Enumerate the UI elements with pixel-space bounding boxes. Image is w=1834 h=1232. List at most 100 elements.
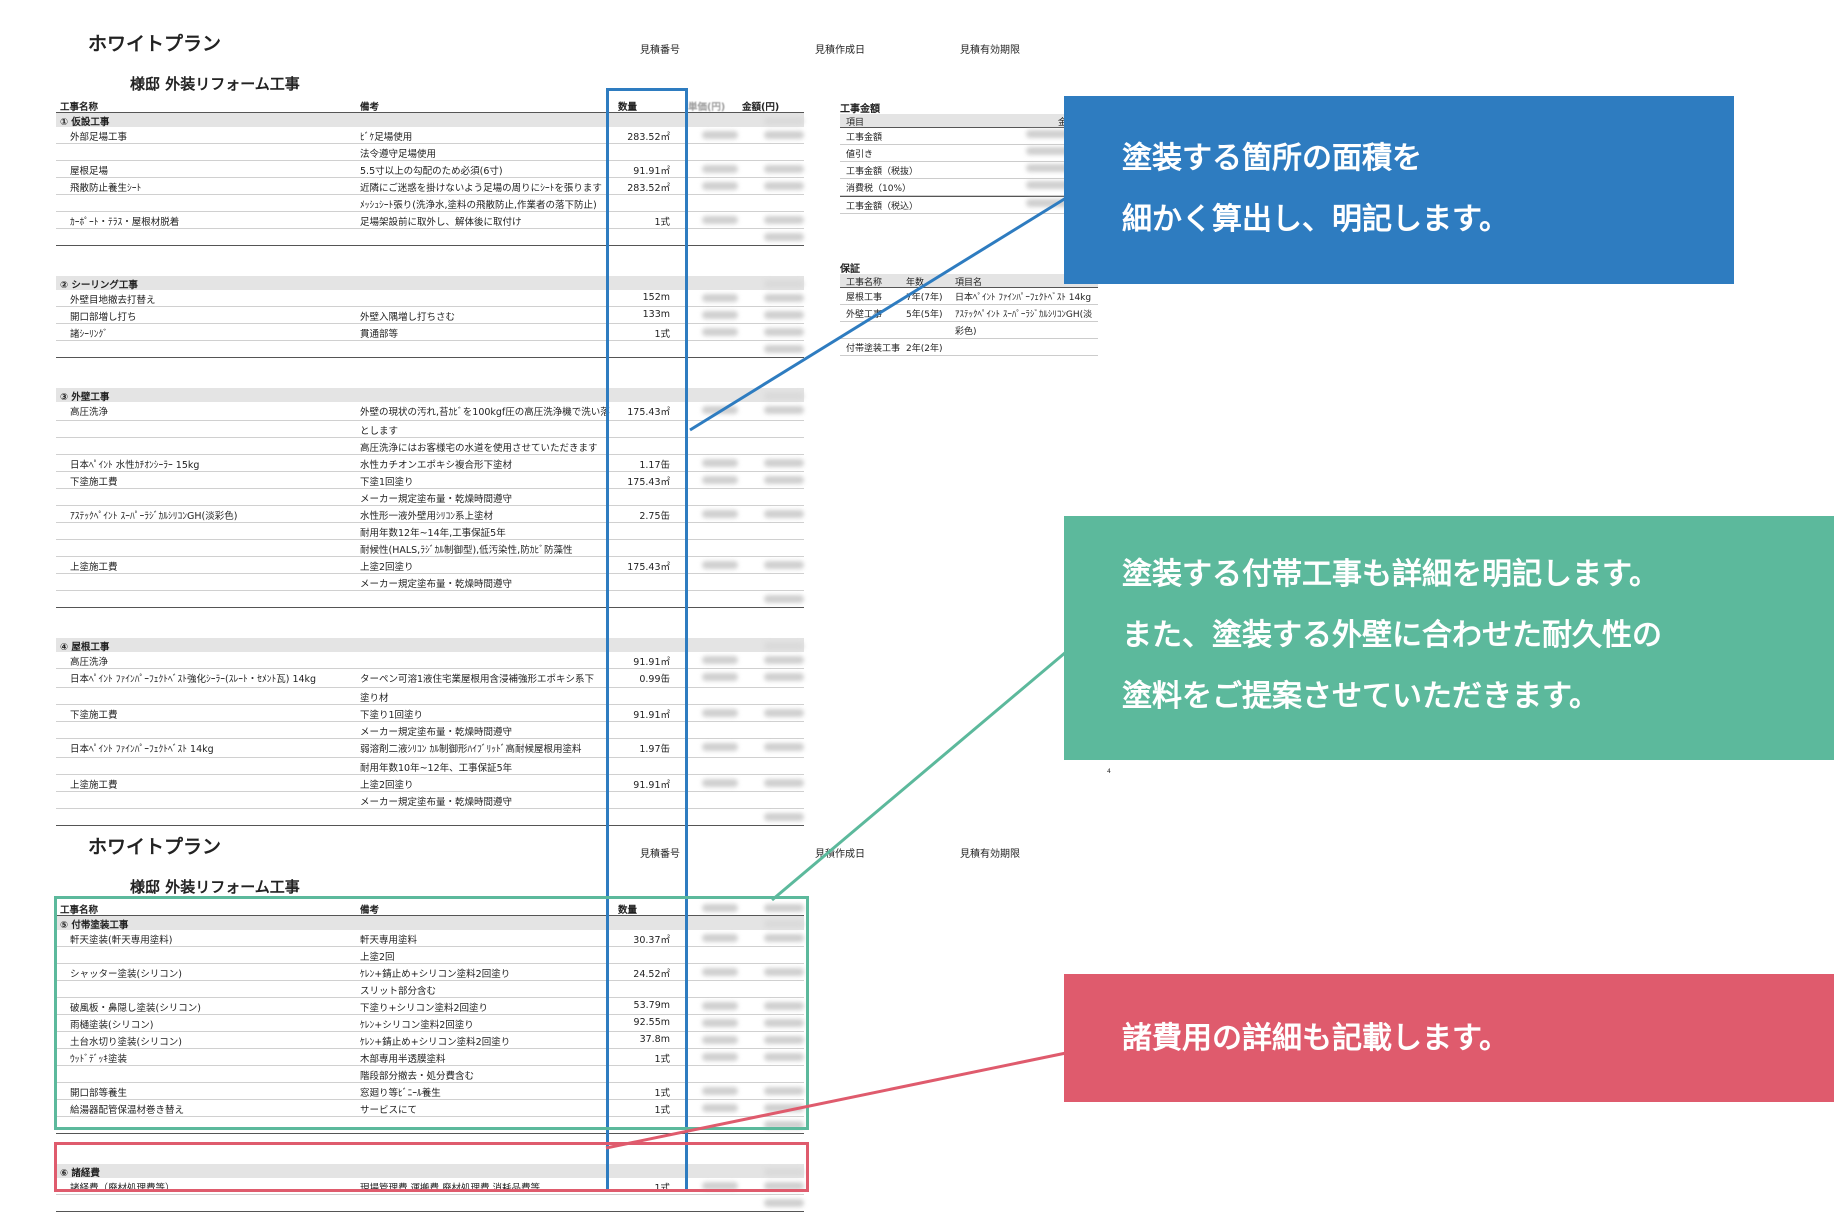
cell-note: 窓廻り等ﾋﾞﾆｰﾙ養生 — [360, 1088, 441, 1099]
blurred-unit-price — [702, 165, 738, 173]
cell-note: スリット部分含む — [360, 986, 437, 997]
estimate-table-page1: 工事名称 備考 数量 単価(円) 金額(円) ① 仮設工事外部足場工事ﾋﾞｹ足場… — [56, 98, 804, 826]
cell-qty: 1式 — [654, 1054, 670, 1065]
cell-qty: 175.43㎡ — [627, 562, 670, 573]
blurred-unit-price — [702, 182, 738, 190]
table-row: 耐候性(HALS,ﾗｼﾞｶﾙ制御型),低汚染性,防ｶﾋﾞ防藻性 — [56, 540, 804, 557]
cell-qty: 91.91㎡ — [633, 780, 670, 791]
blurred-unit-price — [702, 779, 738, 787]
cell-qty: 133m — [642, 309, 670, 320]
cell-name: ⑤ 付帯塗装工事 — [60, 920, 129, 931]
blurred-amount — [764, 328, 804, 336]
table-header-page2: 工事名称 備考 数量 — [56, 901, 804, 916]
expenses-highlight — [54, 1142, 809, 1192]
blurred-unit-price — [702, 216, 738, 224]
cell-name: 給湯器配管保温材巻き替え — [70, 1105, 185, 1116]
blurred-amount — [764, 709, 804, 717]
cell-note: 高圧洗浄にはお客様宅の水道を使用させていただきます — [360, 443, 598, 454]
blue-connector — [689, 196, 1067, 432]
blurred-unit-price — [702, 476, 738, 484]
cell-qty: 175.43㎡ — [627, 477, 670, 488]
plan-title-page2: ホワイトプラン — [88, 836, 222, 858]
cell-qty: 1.17缶 — [639, 460, 670, 471]
section-header-row: ⑤ 付帯塗装工事 — [56, 916, 804, 931]
table-row: メーカー規定塗布量・乾燥時間遵守 — [56, 792, 804, 809]
blurred-section-value — [764, 1168, 804, 1176]
warranty-cell: 5年(5年) — [906, 310, 943, 320]
cell-name: 日本ﾍﾟｲﾝﾄ ﾌｧｲﾝﾊﾟｰﾌｪｸﾄﾍﾞｽﾄ 14kg — [70, 744, 214, 755]
subtotal-row — [56, 591, 804, 608]
header-unit-price: 単価(円) — [688, 102, 726, 113]
estimate-expiry-label-page2: 見積有効期限 — [960, 849, 1020, 860]
warranty-cell: 付帯塗装工事 — [846, 344, 901, 354]
warranty-cell: ｱｽﾃｯｸﾍﾟｲﾝﾄ ｽｰﾊﾟｰﾗｼﾞｶﾙｼﾘｺﾝGH(淡 — [955, 310, 1093, 320]
summary-row: 工事金額（税込） — [840, 196, 1098, 214]
blurred-amount — [764, 294, 804, 302]
cell-note: 耐用年数12年~14年,工事保証5年 — [360, 528, 506, 539]
subtotal-row — [56, 809, 804, 826]
cell-note: 貫通部等 — [360, 329, 399, 340]
summary-head-right: 金 — [1058, 118, 1068, 128]
cell-note: 下塗り+シリコン塗料2回塗り — [360, 1003, 489, 1014]
cell-name: ④ 屋根工事 — [60, 642, 110, 653]
cell-qty: 283.52㎡ — [627, 183, 670, 194]
blurred-amount — [764, 673, 804, 681]
summary-row-label: 工事金額（税抜） — [846, 167, 919, 177]
table-row: ﾒｯｼｭｼｰﾄ張り(洗浄水,塗料の飛散防止,作業者の落下防止) — [56, 195, 804, 212]
blurred-amount — [764, 1199, 804, 1207]
cell-note: 階段部分撤去・処分費含む — [360, 1071, 475, 1082]
table-row: 日本ﾍﾟｲﾝﾄ ﾌｧｲﾝﾊﾟｰﾌｪｸﾄﾍﾞｽﾄ強化ｼｰﾗｰ(ｽﾚｰﾄ・ｾﾒﾝﾄ瓦… — [56, 669, 804, 688]
blurred-unit-price — [702, 510, 738, 518]
blurred-amount — [764, 779, 804, 787]
blurred-amount — [764, 743, 804, 751]
cell-note: とします — [360, 426, 399, 437]
cell-name: 日本ﾍﾟｲﾝﾄ 水性ｶﾁｵﾝｼｰﾗｰ 15kg — [70, 460, 200, 471]
cell-qty: 37.8m — [639, 1034, 670, 1045]
cell-name: ② シーリング工事 — [60, 280, 138, 291]
header-blurred-1 — [702, 904, 738, 912]
cell-qty: 92.55m — [633, 1017, 670, 1028]
section-header-row: ② シーリング工事 — [56, 276, 804, 291]
cell-qty: 152m — [642, 292, 670, 303]
green-connector — [771, 650, 1067, 902]
cell-note: 上塗2回塗り — [360, 562, 414, 573]
red-connector — [605, 1051, 1067, 1150]
blurred-amount — [764, 1019, 804, 1027]
estimate-expiry-label: 見積有効期限 — [960, 45, 1020, 56]
callout-green: 塗装する付帯工事も詳細を明記します。 また、塗装する外壁に合わせた耐久性の 塗料… — [1064, 516, 1834, 760]
cell-name: 雨樋塗装(シリコン) — [70, 1020, 154, 1031]
cell-note: 法令遵守足場使用 — [360, 149, 437, 160]
cell-qty: 283.52㎡ — [627, 132, 670, 143]
estimate-date-label: 見積作成日 — [815, 45, 865, 56]
summary-header: 項目 金 — [840, 114, 1098, 128]
blurred-amount — [764, 131, 804, 139]
blurred-amount — [764, 1104, 804, 1112]
blurred-unit-price — [702, 1053, 738, 1061]
cell-note: メーカー規定塗布量・乾燥時間遵守 — [360, 579, 513, 590]
cell-name: 軒天塗装(軒天専用塗料) — [70, 935, 173, 946]
table-row: メーカー規定塗布量・乾燥時間遵守 — [56, 489, 804, 506]
cell-note: 木部専用半透膜塗料 — [360, 1054, 446, 1065]
cell-qty: 91.91㎡ — [633, 710, 670, 721]
warranty-head-item: 項目名 — [955, 278, 983, 288]
blurred-section-value — [764, 920, 804, 928]
cell-note: 耐用年数10年~12年、工事保証5年 — [360, 763, 513, 774]
cell-name: 外壁目地撤去打替え — [70, 295, 156, 306]
blurred-unit-price — [702, 459, 738, 467]
blurred-unit-price — [702, 968, 738, 976]
table-row: 高圧洗浄にはお客様宅の水道を使用させていただきます — [56, 438, 804, 455]
cell-qty: 1式 — [654, 1088, 670, 1099]
table-row: 法令遵守足場使用 — [56, 144, 804, 161]
